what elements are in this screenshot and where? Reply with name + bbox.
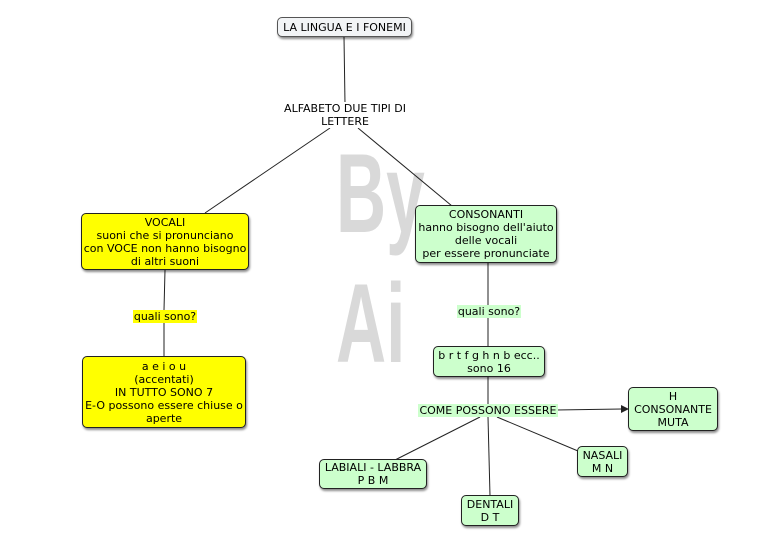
node-h-muta[interactable]: H CONSONANTE MUTA — [628, 387, 718, 431]
node-dentali[interactable]: DENTALI D T — [461, 495, 519, 526]
node-alfabeto[interactable]: ALFABETO DUE TIPI DI LETTERE — [272, 102, 418, 128]
node-h-muta-line-3: MUTA — [657, 415, 689, 429]
node-vocali-list-line-4: E-O possono essere chiuse o — [85, 398, 243, 412]
watermark-ai: Ai — [336, 261, 406, 386]
node-vocali-list-line-5: aperte — [145, 411, 183, 425]
node-vocali-list-line-3: IN TUTTO SONO 7 — [114, 385, 214, 399]
node-vocali-line-3: con VOCE non hanno bisogno — [83, 241, 247, 255]
label-come-text: COME POSSONO ESSERE — [418, 403, 558, 417]
node-vocali-line-1: VOCALI — [144, 215, 186, 229]
label-quali-consonanti-text: quali sono? — [456, 304, 522, 318]
node-vocali-list-line-2: (accentati) — [134, 372, 194, 386]
node-h-muta-line-1: H — [668, 389, 678, 403]
node-nasali-line-2: M N — [591, 461, 614, 475]
node-vocali-line-2: suoni che si pronunciano — [96, 228, 234, 242]
edge-alfabeto-consonanti — [357, 127, 453, 207]
watermark-by: By — [336, 131, 425, 256]
node-consonanti-list-line-2: sono 16 — [467, 361, 511, 375]
node-dentali-line-2: D T — [480, 510, 500, 524]
node-nasali[interactable]: NASALI M N — [577, 446, 628, 477]
node-alfabeto-line-1: ALFABETO DUE TIPI DI — [284, 102, 406, 115]
node-root[interactable]: LA LINGUA E I FONEMI — [277, 17, 412, 37]
node-vocali-list[interactable]: a e i o u (accentati) IN TUTTO SONO 7 E-… — [82, 356, 246, 428]
edge-come-labiali — [394, 416, 481, 461]
label-come-possono-essere[interactable]: COME POSSONO ESSERE — [418, 403, 558, 417]
node-vocali-line-4: di altri suoni — [130, 254, 200, 268]
arrowhead-h — [621, 405, 629, 413]
edge-vocali-quali — [163, 269, 166, 311]
edge-come-dentali — [487, 416, 491, 497]
node-consonanti-list-line-1: b r t f g h n b ecc.. — [438, 348, 540, 362]
node-consonanti-line-1: CONSONANTI — [448, 208, 524, 221]
label-quali-vocali[interactable]: quali sono? — [132, 309, 198, 323]
edge-root-alfabeto — [343, 36, 346, 105]
node-h-muta-line-2: CONSONANTE — [634, 402, 712, 416]
node-vocali-list-line-1: a e i o u — [141, 359, 187, 373]
node-root-line-1: LA LINGUA E I FONEMI — [283, 20, 406, 34]
edge-alfabeto-vocali — [204, 127, 331, 214]
label-quali-consonanti[interactable]: quali sono? — [456, 304, 522, 318]
node-vocali[interactable]: VOCALI suoni che si pronunciano con VOCE… — [81, 213, 249, 270]
node-consonanti-line-4: per essere pronunciate — [422, 247, 550, 260]
node-labiali[interactable]: LABIALI - LABBRA P B M — [319, 459, 427, 489]
node-dentali-line-1: DENTALI — [466, 497, 514, 511]
node-labiali-line-2: P B M — [357, 474, 389, 487]
node-alfabeto-line-2: LETTERE — [321, 115, 369, 128]
node-consonanti-line-3: delle vocali — [454, 234, 518, 247]
label-quali-vocali-text: quali sono? — [132, 309, 198, 323]
node-nasali-line-1: NASALI — [582, 448, 623, 462]
edge-come-h — [555, 408, 623, 411]
node-consonanti-list[interactable]: b r t f g h n b ecc.. sono 16 — [433, 346, 545, 377]
node-consonanti-line-2: hanno bisogno dell'aiuto — [418, 221, 554, 234]
node-consonanti[interactable]: CONSONANTI hanno bisogno dell'aiuto dell… — [415, 205, 557, 263]
node-labiali-line-1: LABIALI - LABBRA — [324, 461, 422, 474]
edge-come-nasali — [496, 416, 579, 452]
